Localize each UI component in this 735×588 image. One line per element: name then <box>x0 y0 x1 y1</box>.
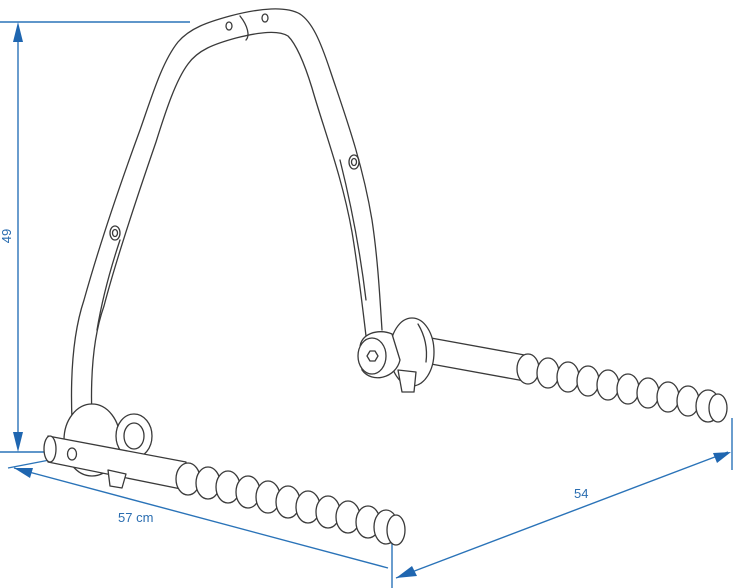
arrow-left-icon <box>14 468 33 478</box>
ribbed-clamp-front <box>175 462 406 546</box>
width-label: 57 cm <box>118 510 153 525</box>
release-lever <box>107 469 127 489</box>
rear-wheel-holder <box>357 317 728 423</box>
depth-label: 54 <box>574 486 588 501</box>
arrow-down-icon <box>13 432 23 452</box>
rack-arch <box>70 8 383 421</box>
lock-knob <box>357 337 387 375</box>
arrow-up-icon <box>13 22 23 42</box>
tube-bolt <box>66 447 78 461</box>
tube-end-cap <box>43 435 57 463</box>
width-dimension: 57 cm <box>7 457 393 588</box>
height-label: 49 <box>0 229 14 243</box>
ribbed-clamp-rear <box>516 353 728 423</box>
mounting-hole <box>225 21 233 31</box>
hex-socket-icon <box>366 350 379 362</box>
pivot-bolt <box>348 154 360 170</box>
release-lever <box>397 369 417 393</box>
arrow-right-up-icon <box>713 452 731 463</box>
height-dimension: 49 <box>0 21 190 453</box>
depth-dimension: 54 <box>395 418 733 579</box>
depth-dimension-line <box>395 451 729 579</box>
front-wheel-holder <box>43 403 406 546</box>
mounting-hole <box>261 13 269 23</box>
arrow-left-down-icon <box>396 566 417 578</box>
width-dimension-line <box>13 467 389 569</box>
pivot-bolt <box>109 225 121 241</box>
